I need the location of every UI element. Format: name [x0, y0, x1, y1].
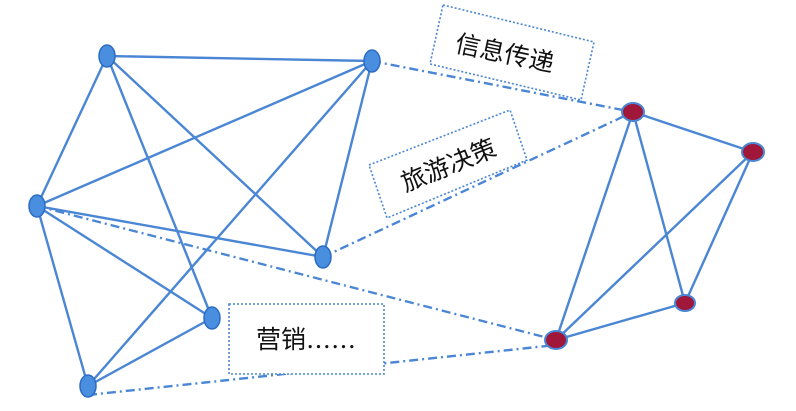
- edge: [555, 151, 754, 341]
- left-nodes: [28, 44, 381, 398]
- edge: [35, 55, 109, 207]
- left-cluster-edges: [35, 54, 374, 388]
- bridge-edge: [371, 59, 634, 114]
- edge: [632, 110, 754, 154]
- label-box: [367, 108, 528, 220]
- edge: [683, 151, 755, 304]
- edge: [36, 204, 213, 320]
- node-red: [741, 142, 765, 162]
- edge: [36, 204, 324, 259]
- node-blue: [203, 306, 221, 330]
- edge: [105, 55, 214, 319]
- label-marketing-text: 营销……: [256, 325, 356, 354]
- label-box: [228, 303, 385, 375]
- label-marketing: 营销……: [228, 303, 385, 375]
- edge: [87, 316, 213, 388]
- node-blue: [79, 374, 97, 398]
- edge: [106, 55, 324, 258]
- label-travel: 旅游决策: [367, 108, 528, 220]
- edge: [87, 60, 373, 387]
- bridge-edge: [36, 204, 557, 342]
- node-red: [621, 102, 645, 122]
- bridge-edge: [322, 110, 634, 259]
- right-cluster-edges: [554, 110, 755, 342]
- node-blue: [98, 44, 116, 68]
- node-blue: [314, 245, 332, 269]
- label-message: 信息传递: [429, 4, 595, 101]
- node-blue: [363, 49, 381, 73]
- edge: [555, 301, 686, 342]
- edge: [36, 59, 373, 208]
- node-blue: [28, 194, 46, 218]
- edge: [631, 111, 687, 304]
- node-red: [544, 330, 568, 350]
- edge: [35, 205, 90, 387]
- node-red: [674, 294, 696, 312]
- label-box: [429, 4, 595, 101]
- edge: [554, 111, 635, 341]
- edge: [106, 54, 373, 63]
- edge: [321, 60, 374, 258]
- right-nodes: [544, 102, 765, 350]
